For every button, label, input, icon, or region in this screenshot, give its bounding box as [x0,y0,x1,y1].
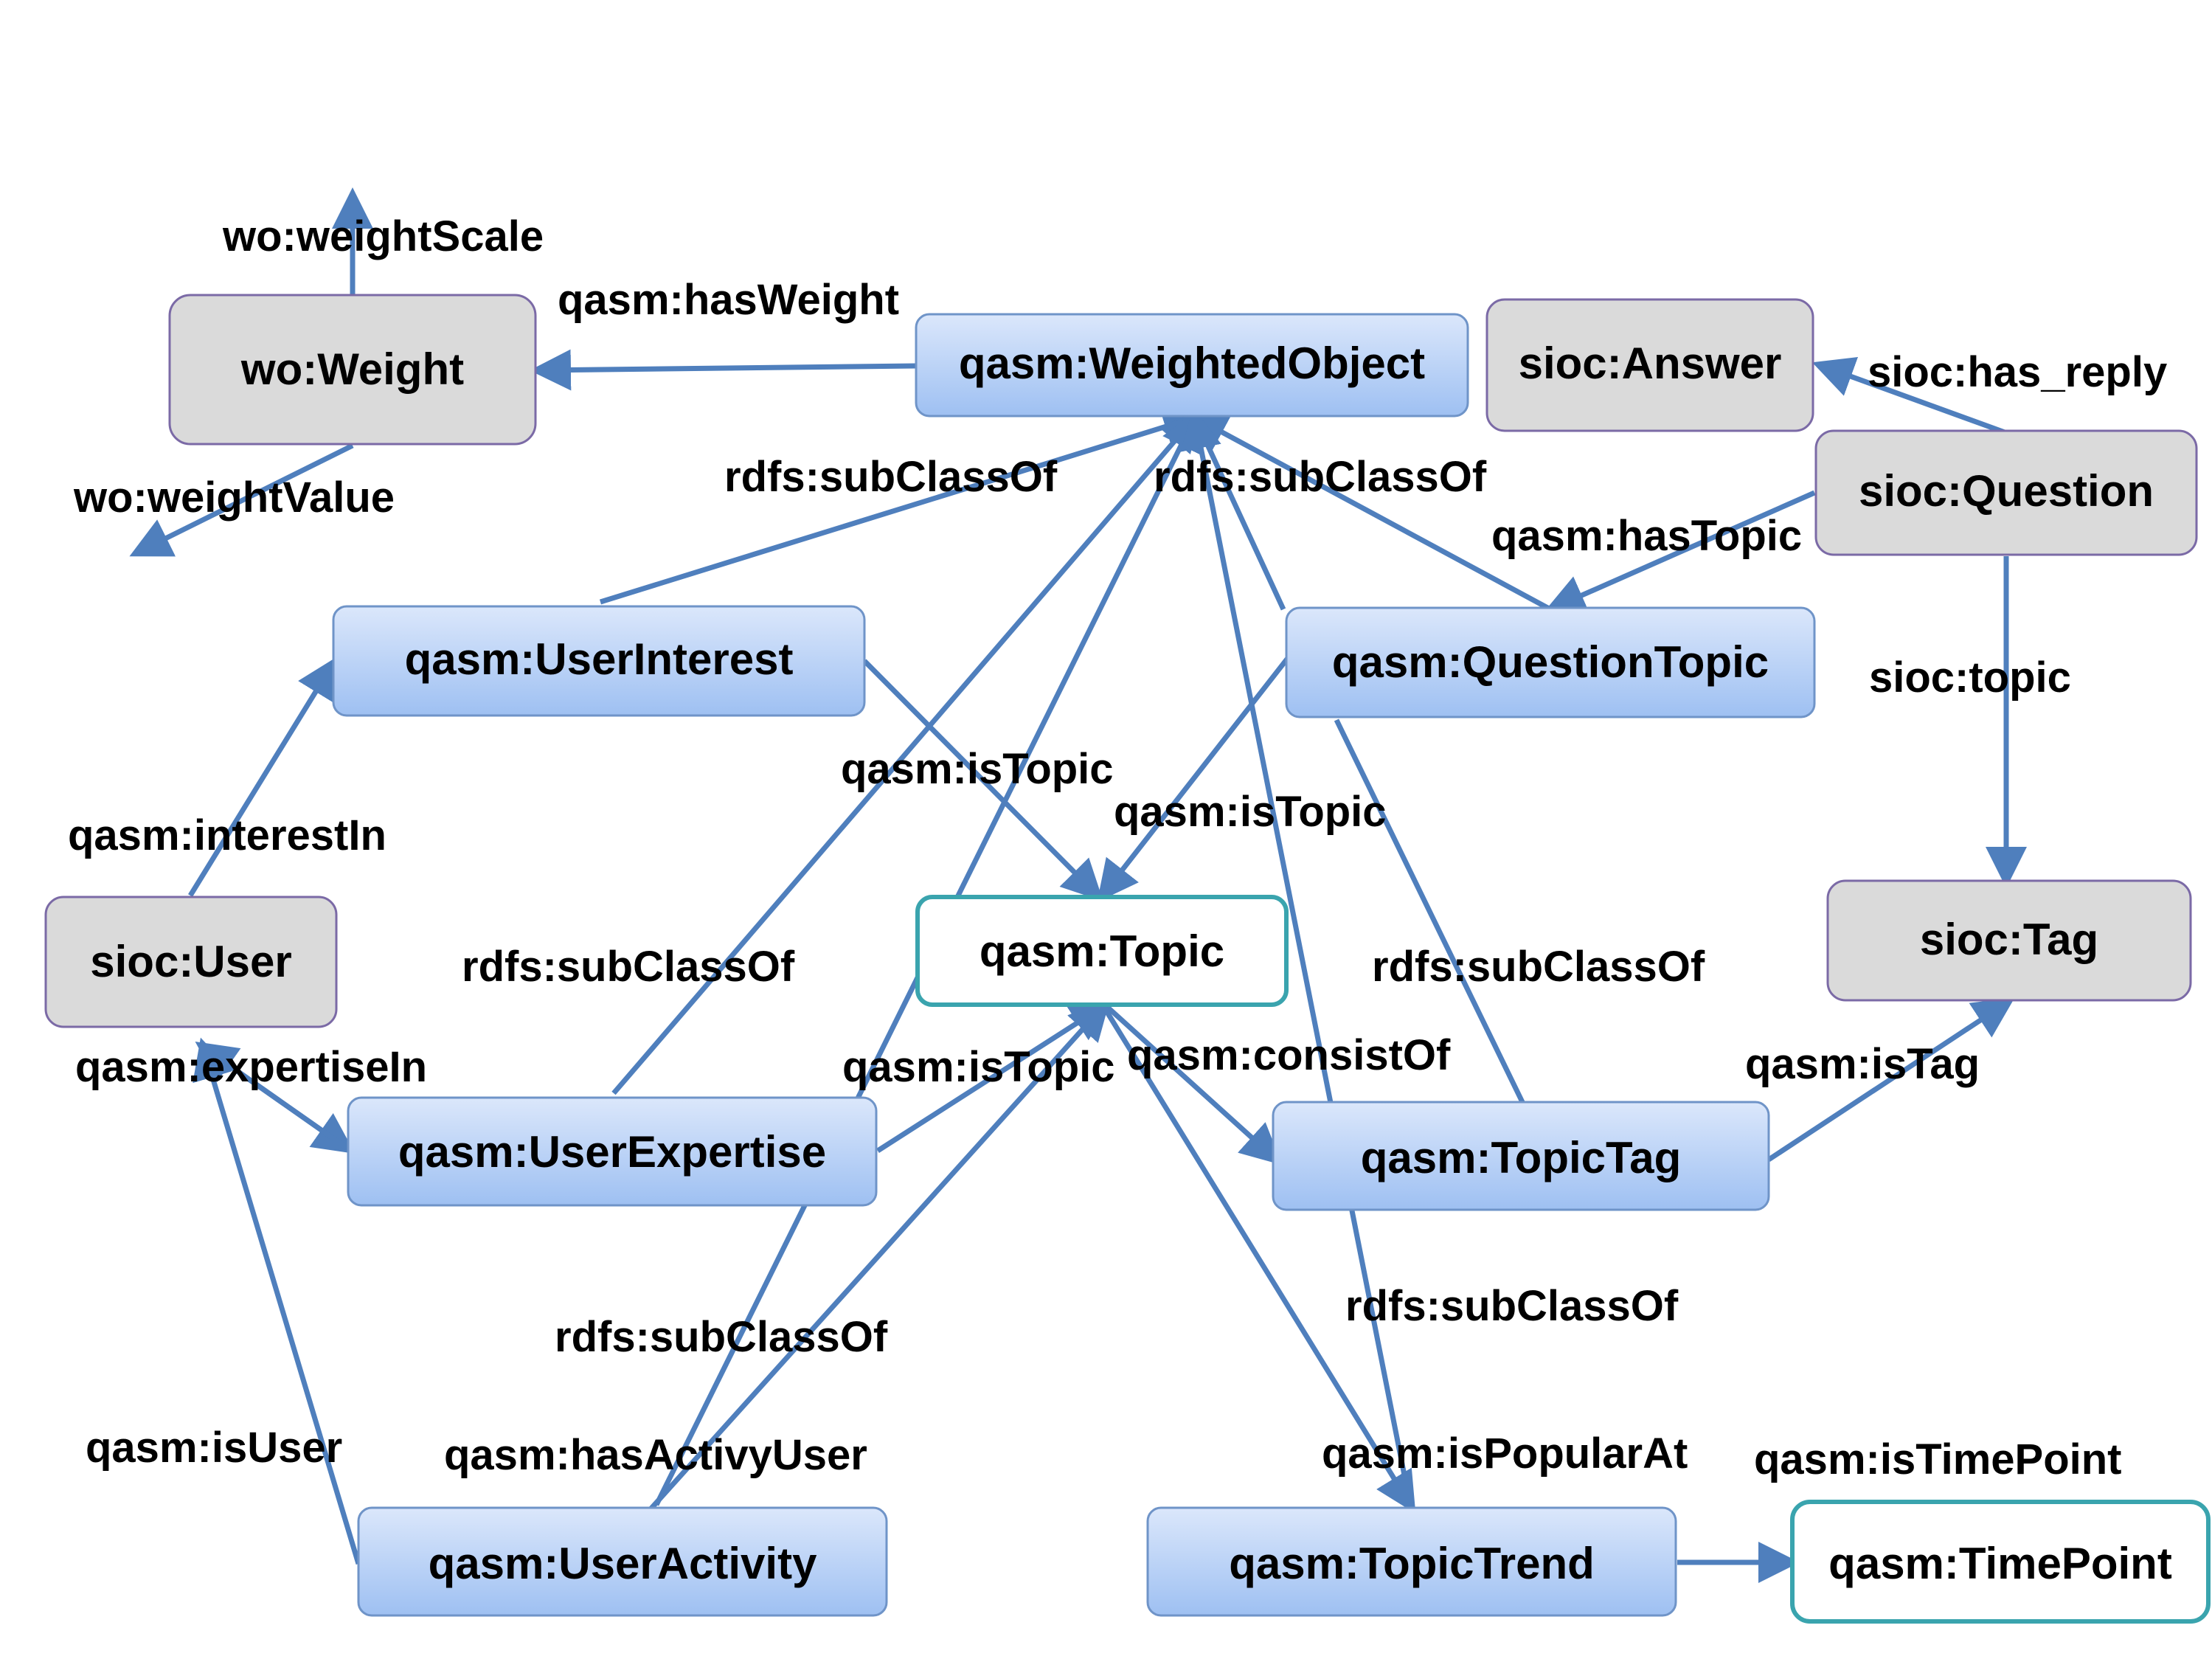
edge-interest-in [188,657,338,897]
label-subclass-question-topic: rdfs:subClassOf [1154,453,1487,501]
label-sioc-topic: sioc:topic [1869,654,2071,702]
edge-consist-of [1104,1004,1283,1166]
edge-is-tag [1767,997,2015,1162]
label-has-topic: qasm:hasTopic [1491,512,1802,560]
edge-is-topic-question [1097,656,1290,903]
node-answer[interactable]: sioc:Answer [1485,298,1814,432]
label-is-tag: qasm:isTag [1745,1040,1980,1088]
node-question-topic-label: qasm:QuestionTopic [1332,637,1769,687]
edge-has-weight [530,349,917,391]
node-topic-trend[interactable]: qasm:TopicTrend [1146,1506,1677,1617]
edge-subclass-expertise [611,409,1202,1095]
node-user-label: sioc:User [90,937,291,986]
node-tag[interactable]: sioc:Tag [1826,879,2192,1002]
label-subclass-expertise: rdfs:subClassOf [462,943,795,991]
node-user-expertise-label: qasm:UserExpertise [398,1127,826,1177]
node-weight[interactable]: wo:Weight [168,294,537,446]
edge-has-reply [1811,357,2006,435]
node-user-interest[interactable]: qasm:UserInterest [332,605,866,717]
node-time-point[interactable]: qasm:TimePoint [1790,1500,2211,1624]
label-interest-in: qasm:interestIn [68,811,386,859]
node-question-label: sioc:Question [1859,466,2154,516]
node-user[interactable]: sioc:User [44,896,338,1028]
edge-has-activy-user [647,998,1111,1513]
label-is-popular-at: qasm:isPopularAt [1322,1430,1688,1478]
nodes: wo:Weight qasm:WeightedObject sioc:Answe… [44,294,2211,1624]
label-has-activy-user: qasm:hasActivyUser [444,1431,867,1479]
node-time-point-label: qasm:TimePoint [1828,1539,2172,1588]
label-has-weight: qasm:hasWeight [558,276,899,324]
edge-subclass-question-topic [1185,412,1552,612]
node-weight-label: wo:Weight [240,344,464,394]
label-is-topic-interest: qasm:isTopic [841,745,1114,793]
node-topic-label: qasm:Topic [980,927,1224,976]
node-topic-tag-label: qasm:TopicTag [1361,1133,1681,1182]
label-is-user: qasm:isUser [86,1424,342,1472]
node-question-topic[interactable]: qasm:QuestionTopic [1285,606,1816,718]
node-user-expertise[interactable]: qasm:UserExpertise [347,1096,878,1207]
node-user-activity-label: qasm:UserActivity [429,1539,818,1588]
edge-subclass-interest [599,406,1205,605]
edge-subclass-topic-tag-line [1192,416,1286,611]
node-question[interactable]: sioc:Question [1814,429,2198,556]
edge-is-user [193,1037,361,1565]
label-is-topic-question: qasm:isTopic [1114,788,1387,836]
label-weight-value: wo:weightValue [73,474,395,522]
node-weighted-object[interactable]: qasm:WeightedObject [915,313,1469,418]
edge-labels: wo:weightScale wo:weightValue qasm:hasWe… [68,212,2167,1483]
edge-is-topic-expertise [876,1000,1112,1153]
edges [129,187,2027,1583]
edge-is-popular-at [1101,1005,1416,1514]
edge-has-topic [1544,490,1816,614]
node-topic[interactable]: qasm:Topic [915,895,1289,1007]
node-answer-label: sioc:Answer [1519,339,1782,388]
edge-is-topic-interest [862,659,1103,901]
label-subclass-trend: rdfs:subClassOf [1345,1282,1679,1330]
label-is-topic-expertise: qasm:isTopic [842,1043,1115,1091]
node-weighted-object-label: qasm:WeightedObject [959,339,1425,388]
edge-subclass-trend [1180,407,1413,1506]
label-has-reply: sioc:has_reply [1868,348,2167,396]
label-weight-scale: wo:weightScale [222,212,544,260]
label-is-time-point: qasm:isTimePoint [1754,1435,2122,1483]
node-tag-label: sioc:Tag [1920,915,2098,964]
label-subclass-interest: rdfs:subClassOf [724,453,1058,501]
edge-subclass-topic-tag [1334,718,1525,1104]
label-subclass-topic-tag: rdfs:subClassOf [1372,943,1705,991]
label-consist-of: qasm:consistOf [1127,1031,1451,1079]
edge-weight-value [129,443,354,557]
label-expertise-in: qasm:expertiseIn [75,1043,427,1091]
node-user-activity[interactable]: qasm:UserActivity [357,1506,888,1617]
label-subclass-activity: rdfs:subClassOf [555,1313,888,1361]
node-topic-trend-label: qasm:TopicTrend [1229,1539,1595,1588]
node-topic-tag[interactable]: qasm:TopicTag [1272,1101,1770,1211]
node-user-interest-label: qasm:UserInterest [405,634,794,684]
